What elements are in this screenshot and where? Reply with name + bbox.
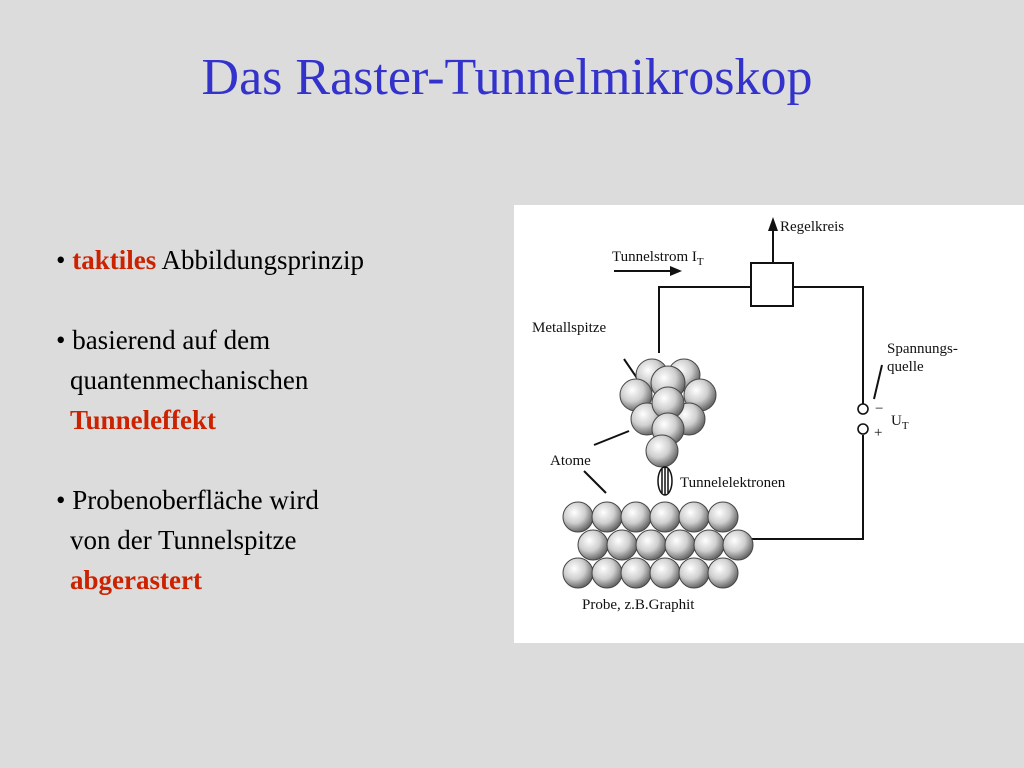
sample-atom xyxy=(722,529,754,561)
bullet-marker: • xyxy=(56,485,66,515)
label-metallspitze: Metallspitze xyxy=(532,320,606,336)
terminal-minus xyxy=(857,403,869,415)
leader-spannung xyxy=(873,364,883,400)
leader-atome-sample xyxy=(583,470,607,494)
wire-source-to-sample xyxy=(742,435,864,540)
highlight-text: abgerastert xyxy=(70,565,202,595)
bullet-text: basierend auf dem xyxy=(65,325,271,355)
terminal-plus xyxy=(857,423,869,435)
wire-box-to-source xyxy=(793,286,864,405)
page-title: Das Raster-Tunnelmikroskop xyxy=(201,49,813,106)
label-atome: Atome xyxy=(550,453,591,469)
highlight-text: taktiles xyxy=(72,245,157,275)
tip-atom xyxy=(645,434,679,468)
sample-atom xyxy=(635,529,667,561)
stm-diagram: Regelkreis Tunnelstrom IT Metallspitze S… xyxy=(514,205,1024,643)
bullet-item: • taktiles Abbildungsprinzip xyxy=(56,240,496,280)
label-tunnelelektronen: Tunnelelektronen xyxy=(680,475,786,491)
label-minus: − xyxy=(875,401,883,417)
label-spannungs: Spannungs- xyxy=(887,341,958,357)
wire-tip-to-box xyxy=(658,286,751,353)
sample-atom xyxy=(664,529,696,561)
sample-atom xyxy=(707,501,739,533)
tunnel-electron-lines xyxy=(661,467,669,495)
sample-atom xyxy=(577,529,609,561)
label-regelkreis: Regelkreis xyxy=(780,219,844,235)
bullet-list: • taktiles Abbildungsprinzip • basierend… xyxy=(56,240,496,640)
highlight-text: Tunneleffekt xyxy=(70,405,217,435)
sample-atom xyxy=(620,501,652,533)
current-arrowhead xyxy=(670,266,682,276)
leader-atome-tip xyxy=(593,430,630,446)
label-tunnelstrom: Tunnelstrom IT xyxy=(612,249,704,268)
circuit-wires xyxy=(583,229,883,540)
bullet-text: Probenoberfläche wird xyxy=(65,485,319,515)
label-ut: UT xyxy=(891,413,909,432)
sample-atom xyxy=(678,557,710,589)
tip-atoms xyxy=(619,358,717,468)
sample-atom xyxy=(562,557,594,589)
bullet-item: • basierend auf dem quantenmechanischen … xyxy=(56,320,496,440)
control-box xyxy=(750,262,794,307)
bullet-marker: • xyxy=(56,325,66,355)
label-quelle: quelle xyxy=(887,359,924,375)
label-probe: Probe, z.B.Graphit xyxy=(582,597,695,613)
sample-atom xyxy=(620,557,652,589)
sample-atom xyxy=(693,529,725,561)
bullet-text: quantenmechanischen xyxy=(70,365,309,395)
sample-atom xyxy=(707,557,739,589)
sample-atom xyxy=(591,557,623,589)
sample-atom xyxy=(591,501,623,533)
bullet-text: Abbildungsprinzip xyxy=(156,245,364,275)
sample-atom xyxy=(562,501,594,533)
sample-atom xyxy=(649,557,681,589)
stm-diagram-svg: Regelkreis Tunnelstrom IT Metallspitze S… xyxy=(532,217,958,613)
sample-atom xyxy=(606,529,638,561)
sample-atom xyxy=(678,501,710,533)
bullet-marker: • xyxy=(56,245,66,275)
sample-atoms xyxy=(562,501,754,589)
regelkreis-arrowhead xyxy=(768,217,778,231)
sample-atom xyxy=(649,501,681,533)
bullet-text: von der Tunnelspitze xyxy=(70,525,297,555)
bullet-item: • Probenoberfläche wird von der Tunnelsp… xyxy=(56,480,496,600)
label-plus: + xyxy=(874,425,882,441)
